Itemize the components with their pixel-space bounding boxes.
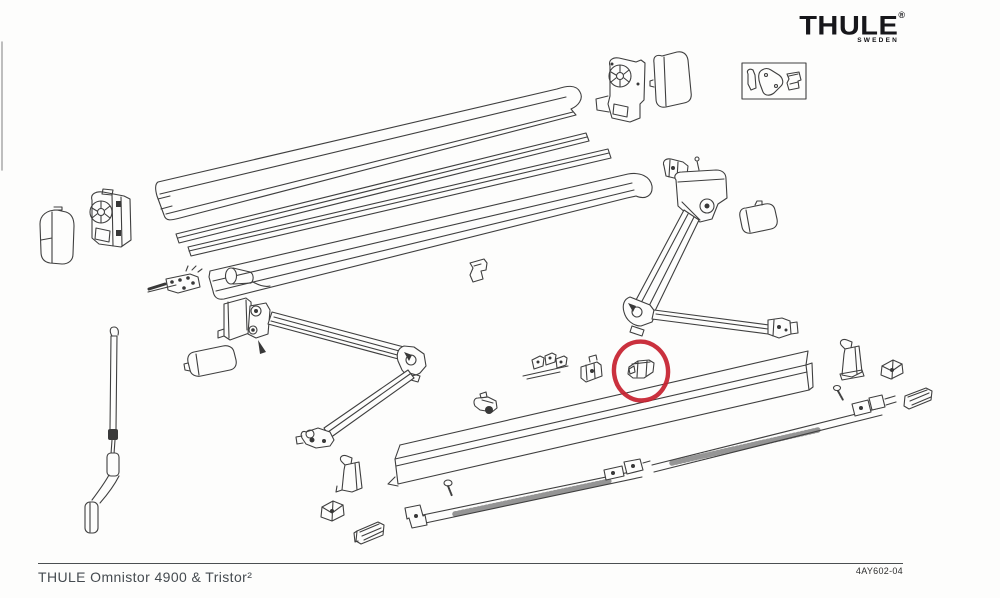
front-lead-rail [387,350,814,487]
roller-guide-part [473,391,498,414]
document-number: 4AY602-04 [855,566,903,576]
plate-part [758,67,784,96]
rafter-right-coupler [851,394,897,417]
arm-cover [739,200,778,234]
brand-logo-subtext: SWEDEN [857,37,899,44]
brand-logo-text: THULE [799,10,899,42]
highlight-circle [611,339,671,403]
arm-elbow [622,296,657,337]
cover-cap [649,51,692,108]
highlighted-bracket-part [627,359,655,379]
bracket-part-right [839,338,865,381]
case-lid-strip [175,132,590,244]
clamp-bracket [580,354,603,383]
channel-piece-right [903,387,933,410]
arm-upper-tube [267,311,405,361]
gear-unit [89,188,132,248]
gear-bracket [595,57,646,123]
bracket-part-left [335,454,363,493]
rafter-left-coupler [404,504,428,529]
roller-strip [187,148,612,257]
arm-lower-tube [651,309,770,335]
left-end-cap [39,206,75,265]
nut-part-left [320,500,345,522]
arm-foot-bracket [295,427,335,449]
arm-elbow [396,345,427,383]
screw-part-right [832,384,844,401]
fixing-clip [469,258,488,283]
tension-rafter [404,394,897,529]
brand-logo: THULE® SWEDEN [799,10,905,45]
arm-knuckle [247,302,271,354]
registered-trademark-symbol: ® [898,10,905,20]
arm-top-bracket [674,156,728,223]
slider-assembly [522,352,569,380]
roller-tube-end [224,267,271,287]
safety-lock-part [147,265,203,294]
fabric-roll [208,172,653,300]
case-top-profile [155,85,582,221]
screw-part-left [443,479,453,497]
footer-product-title: THULE Omnistor 4900 & Tristor² [38,569,253,585]
crank-rod [84,326,120,534]
arm-cover [183,345,237,377]
rafter-mid-coupler [603,458,651,481]
arm-end-bracket [767,317,799,339]
hook-part [746,68,757,91]
small-parts-box [741,62,807,100]
left-spring-arm [147,265,427,449]
wall-mount-bracket [217,297,253,341]
nut-part-right [880,359,904,380]
diagram-lines [1,41,933,545]
clamp-part [786,71,802,91]
right-spring-arm [622,156,799,339]
footer-divider [38,563,903,564]
channel-piece-left [353,521,385,545]
